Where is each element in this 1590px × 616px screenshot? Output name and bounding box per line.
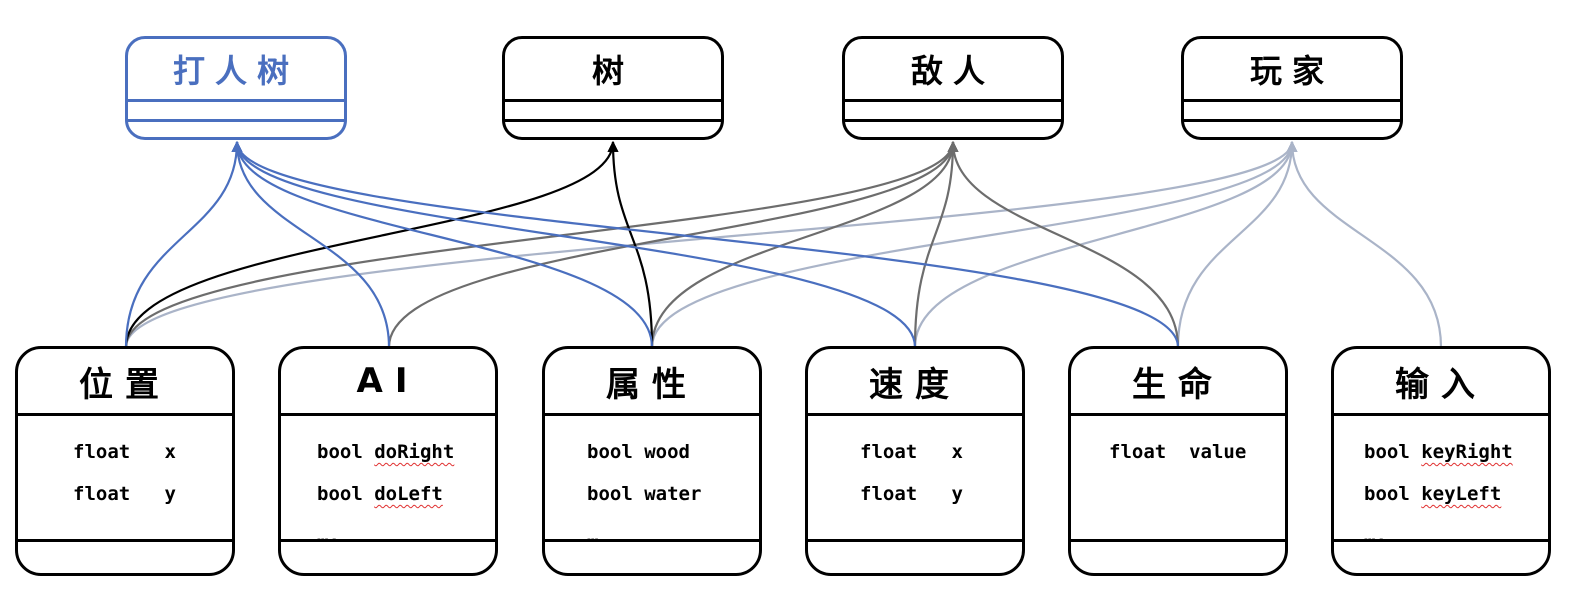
link-e0-c0 bbox=[124, 140, 243, 348]
link-e2-c1 bbox=[387, 140, 959, 348]
divider bbox=[1071, 539, 1285, 542]
link-e0-c3 bbox=[231, 140, 917, 348]
entity-box-attack-tree[interactable]: 打人树 bbox=[125, 36, 347, 140]
divider bbox=[1334, 539, 1548, 542]
link-e3-c4 bbox=[1176, 140, 1298, 348]
divider bbox=[545, 413, 759, 416]
divider bbox=[18, 539, 232, 542]
field-row: float value bbox=[1109, 441, 1247, 463]
link-e3-c0 bbox=[124, 140, 1298, 348]
link-e1-c0 bbox=[124, 140, 619, 348]
divider bbox=[808, 413, 1022, 416]
field-row: …. bbox=[1364, 525, 1387, 547]
link-e2-c3 bbox=[913, 140, 959, 348]
divider bbox=[281, 539, 495, 542]
entity-title: 打人树 bbox=[172, 52, 299, 90]
field-row: float y bbox=[73, 483, 176, 505]
divider bbox=[128, 99, 344, 102]
entity-title: 敌人 bbox=[910, 52, 995, 90]
divider bbox=[505, 99, 721, 102]
entity-box-enemy[interactable]: 敌人 bbox=[842, 36, 1064, 140]
component-box-ai[interactable]: AI bool doRight bool doLeft …. bbox=[278, 346, 498, 576]
link-e3-c2 bbox=[650, 140, 1298, 348]
divider bbox=[1334, 413, 1548, 416]
link-e1-c2 bbox=[607, 140, 654, 348]
entity-box-tree[interactable]: 树 bbox=[502, 36, 724, 140]
component-title: 属性 bbox=[606, 364, 698, 405]
field-row: bool keyRight bbox=[1364, 441, 1513, 463]
divider bbox=[845, 119, 1061, 122]
component-title: 生命 bbox=[1132, 364, 1224, 405]
field-row: float x bbox=[73, 441, 176, 463]
field-row: float x bbox=[860, 441, 963, 463]
divider bbox=[545, 539, 759, 542]
link-e0-c2 bbox=[231, 140, 654, 348]
link-e0-c1 bbox=[231, 140, 391, 348]
divider bbox=[1184, 99, 1400, 102]
field-row: bool doLeft bbox=[317, 483, 443, 505]
link-e3-c3 bbox=[913, 140, 1298, 348]
divider bbox=[808, 539, 1022, 542]
divider bbox=[505, 119, 721, 122]
link-e3-c5 bbox=[1286, 140, 1443, 348]
link-e2-c2 bbox=[650, 140, 959, 348]
divider bbox=[845, 99, 1061, 102]
component-title: 速度 bbox=[869, 364, 961, 405]
component-box-position[interactable]: 位置 float x float y bbox=[15, 346, 235, 576]
link-e2-c4 bbox=[947, 140, 1180, 348]
field-row: bool water bbox=[587, 483, 702, 505]
divider bbox=[281, 413, 495, 416]
field-row: bool doRight bbox=[317, 441, 455, 463]
divider bbox=[1184, 119, 1400, 122]
field-row: …. bbox=[317, 525, 340, 547]
component-box-input[interactable]: 输入 bool keyRight bool keyLeft …. bbox=[1331, 346, 1551, 576]
link-e2-c0 bbox=[124, 140, 959, 348]
entity-title: 玩家 bbox=[1249, 52, 1334, 90]
field-row: … bbox=[587, 525, 599, 547]
component-box-health[interactable]: 生命 float value bbox=[1068, 346, 1288, 576]
component-box-velocity[interactable]: 速度 float x float y bbox=[805, 346, 1025, 576]
field-row: bool keyLeft bbox=[1364, 483, 1502, 505]
entity-box-player[interactable]: 玩家 bbox=[1181, 36, 1403, 140]
divider bbox=[128, 119, 344, 122]
component-title: 位置 bbox=[79, 364, 171, 405]
field-row: float y bbox=[860, 483, 963, 505]
divider bbox=[1071, 413, 1285, 416]
component-box-attribute[interactable]: 属性 bool wood bool water … bbox=[542, 346, 762, 576]
component-title: 输入 bbox=[1395, 364, 1487, 405]
divider bbox=[18, 413, 232, 416]
link-e0-c4 bbox=[231, 140, 1180, 348]
entity-title: 树 bbox=[591, 52, 634, 90]
field-row: bool wood bbox=[587, 441, 690, 463]
component-title: AI bbox=[356, 361, 420, 401]
